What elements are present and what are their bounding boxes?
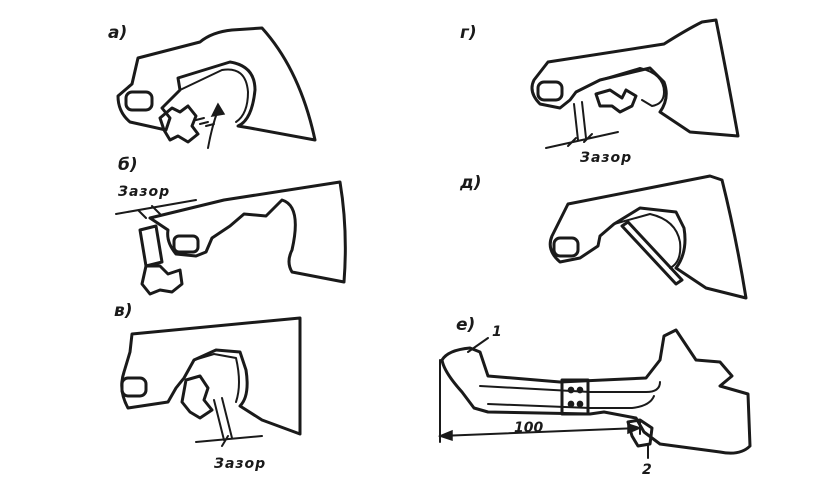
panel-e-rivet-2 bbox=[576, 386, 584, 394]
panel-g-pin bbox=[573, 101, 587, 141]
panel-a-arrowhead bbox=[210, 102, 226, 117]
panel-a-spring bbox=[195, 117, 215, 127]
panel-e: е) 100 1 2 bbox=[437, 315, 752, 478]
panel-v-gear bbox=[180, 374, 214, 420]
panel-v-inner-arm bbox=[193, 353, 240, 403]
panel-b-dimension-line bbox=[115, 199, 197, 219]
panel-d-slot bbox=[552, 236, 580, 258]
panel-b-clip bbox=[138, 224, 164, 268]
panel-v-dimension-line bbox=[195, 435, 263, 447]
panel-b: б) Зазор bbox=[115, 155, 347, 296]
panel-e-callout-2: 2 bbox=[642, 462, 652, 478]
panel-e-leader-1 bbox=[467, 337, 489, 353]
panel-v-label: в) bbox=[114, 301, 133, 321]
panel-a-gear bbox=[158, 104, 200, 144]
panel-e-rivet-4 bbox=[576, 400, 584, 408]
panel-b-gear bbox=[140, 264, 184, 296]
panel-d-label: д) bbox=[459, 173, 482, 193]
panel-e-dimension-value: 100 bbox=[514, 420, 543, 436]
panel-e-hook bbox=[626, 418, 654, 448]
panel-v-gap-caption: Зазор bbox=[214, 456, 266, 472]
panel-g-label: г) bbox=[460, 23, 477, 43]
panel-e-dim-arrow-left bbox=[437, 429, 453, 442]
panel-e-label: е) bbox=[456, 315, 475, 335]
panel-g: г) Зазор bbox=[460, 18, 740, 166]
panel-g-inner-arm bbox=[599, 67, 665, 107]
panel-d-inner-arm bbox=[613, 213, 682, 269]
panel-a: а) bbox=[108, 23, 317, 149]
panel-a-bracket-outline bbox=[116, 26, 317, 142]
panel-a-label: а) bbox=[108, 23, 127, 43]
panel-g-bracket-outline bbox=[530, 18, 740, 138]
panel-d-gauge bbox=[620, 220, 684, 286]
panel-e-rivet-1 bbox=[567, 386, 575, 394]
panel-e-callout-1: 1 bbox=[492, 324, 502, 340]
panel-b-label: б) bbox=[118, 155, 138, 175]
panel-e-rivet-3 bbox=[567, 400, 575, 408]
panel-v-bracket-outline bbox=[120, 316, 302, 436]
panel-a-slot bbox=[124, 90, 154, 112]
panel-g-dimension-line bbox=[545, 131, 619, 149]
panel-e-inner-curve bbox=[479, 381, 661, 409]
panel-b-gap-caption: Зазор bbox=[118, 184, 170, 200]
panel-e-tool-outline bbox=[440, 328, 752, 455]
panel-d: д) bbox=[459, 173, 748, 300]
panel-g-gap-caption: Зазор bbox=[580, 150, 632, 166]
panel-e-plate bbox=[560, 378, 590, 416]
panel-v-slot bbox=[120, 376, 148, 398]
panel-v: в) Зазор bbox=[114, 301, 302, 472]
panel-d-bracket-outline bbox=[548, 174, 748, 300]
panel-g-gear bbox=[594, 88, 638, 114]
panel-a-inner-arm bbox=[179, 68, 249, 123]
panel-b-bracket-outline bbox=[148, 180, 347, 284]
panel-v-pin bbox=[213, 397, 233, 441]
panel-g-slot bbox=[536, 80, 564, 102]
panel-b-slot bbox=[172, 234, 200, 254]
panel-e-dimension-line bbox=[439, 359, 641, 443]
